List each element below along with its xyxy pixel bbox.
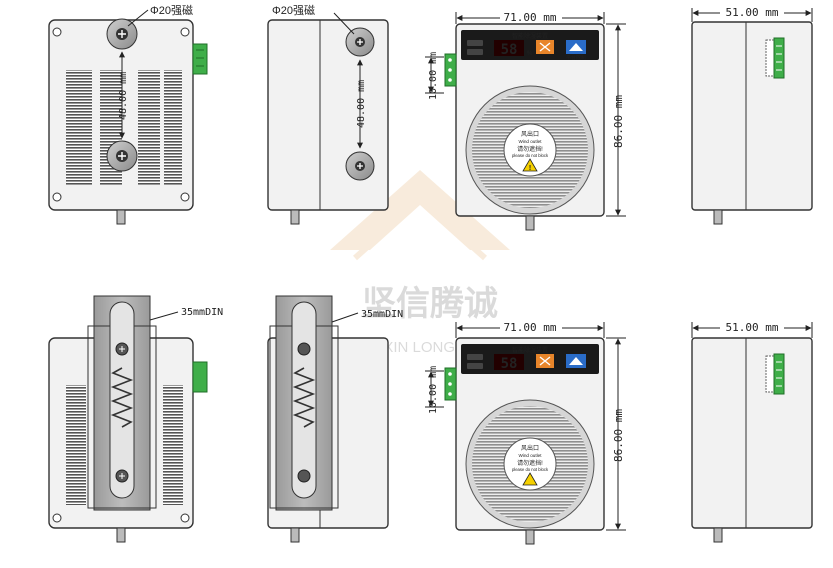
svg-text:!: ! — [529, 165, 531, 172]
rear-view-din: 35mmDIN — [48, 295, 223, 543]
spring-icon — [110, 367, 134, 428]
watermark-cn: 坚信腾诚 — [362, 285, 498, 323]
svg-text:71.00 mm: 71.00 mm — [504, 321, 557, 334]
magnet-label: Φ20强磁 — [150, 4, 193, 17]
svg-text:风出口: 风出口 — [521, 130, 539, 138]
svg-text:Wind outlet: Wind outlet — [519, 453, 543, 458]
svg-text:平台控制: 平台控制 — [566, 54, 586, 61]
magnet-spacing-label-2: 48.00 mm — [356, 80, 367, 128]
height-label: 86.00 mm — [612, 95, 625, 148]
din-label-2: 35mmDIN — [361, 309, 403, 320]
humidity-display: 58 — [501, 42, 518, 58]
wind-outlet-badge — [503, 123, 557, 177]
front-view-bottom: 智能除湿装置 58 风出口 Wind outlet 请勿遮挡! please d… — [425, 321, 626, 545]
svg-text:请勿遮挡!: 请勿遮挡! — [517, 459, 543, 467]
side-view-magnets: 48.00 mm Φ20强磁 — [267, 4, 389, 225]
terminal-offset-label: 10.00 mm — [428, 52, 439, 100]
svg-text:58: 58 — [501, 356, 518, 372]
svg-text:10.00 mm: 10.00 mm — [428, 366, 439, 414]
svg-text:please do not block: please do not block — [512, 467, 549, 472]
magnet-label-2: Φ20强磁 — [272, 4, 315, 17]
svg-text:please do not block: please do not block — [512, 153, 549, 158]
side-view-terminals: 51.00 mm — [691, 6, 813, 225]
side-view-terminals-bottom: 51.00 mm — [691, 321, 813, 543]
rear-view-magnets: 48.00 mm Φ20强磁 — [48, 4, 208, 225]
svg-text:Wind outlet: Wind outlet — [519, 139, 543, 144]
svg-text:51.00 mm: 51.00 mm — [726, 321, 779, 334]
svg-text:请勿遮挡!: 请勿遮挡! — [517, 145, 543, 153]
svg-text:智能除湿装置: 智能除湿装置 — [512, 346, 548, 354]
front-view-top: 智能除湿装置 58 % 平台控制 风出口 Wind outlet 请勿遮挡! p… — [425, 11, 626, 231]
panel-title: 智能除湿装置 — [512, 32, 548, 40]
spring-icon — [292, 367, 316, 428]
svg-text:86.00 mm: 86.00 mm — [612, 409, 625, 462]
width-label: 71.00 mm — [504, 11, 557, 24]
din-label: 35mmDIN — [181, 307, 223, 318]
svg-text:风出口: 风出口 — [521, 444, 539, 452]
magnet-spacing-label: 48.00 mm — [118, 72, 129, 120]
svg-text:%: % — [527, 51, 533, 57]
side-width-label: 51.00 mm — [726, 6, 779, 19]
warning-icon — [522, 158, 538, 172]
side-view-din: 35mmDIN — [267, 295, 403, 543]
